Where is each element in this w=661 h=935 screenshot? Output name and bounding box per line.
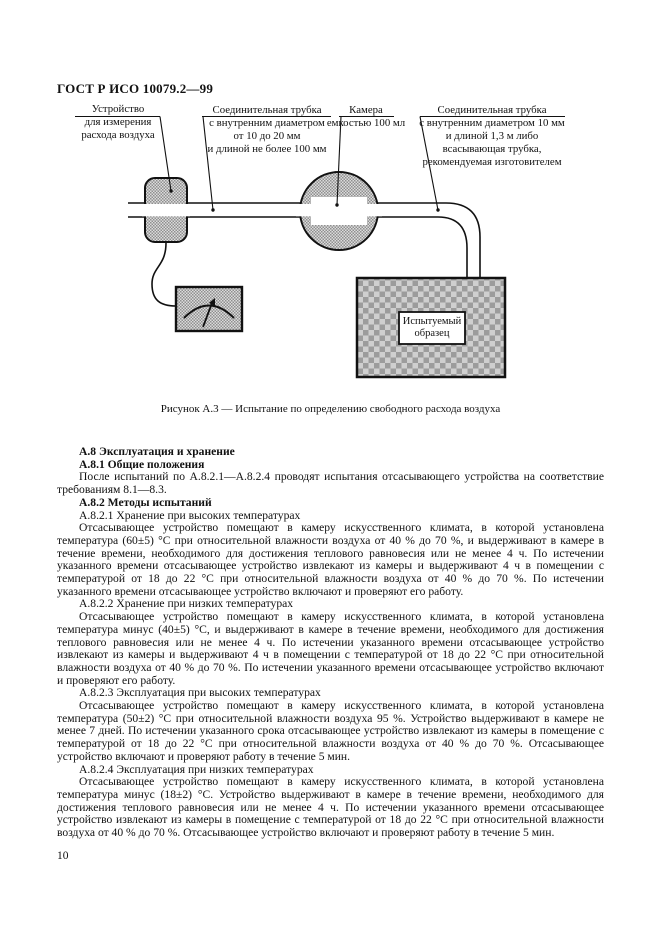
body-text: А.8 Эксплуатация и хранение А.8.1 Общие … (57, 445, 604, 840)
label-line: для измерения (84, 116, 152, 128)
label-line: расхода воздуха (81, 129, 155, 141)
label-line: емкостью 100 мл (326, 117, 406, 129)
label-line: всасывающая трубка, (442, 143, 542, 155)
label-line: Соединительная трубка (437, 104, 547, 116)
paragraph-a823: Отсасывающее устройство помещают в камер… (57, 699, 604, 763)
label-line: и длиной 1,3 м либо (445, 130, 539, 142)
paragraph-a821: Отсасывающее устройство помещают в камер… (57, 521, 604, 598)
label-flow-device: Устройство для измерения расхода воздуха (53, 103, 183, 142)
paragraph-general: После испытаний по А.8.2.1—А.8.2.4 прово… (57, 470, 604, 497)
meter-wire (151, 242, 177, 307)
figure-caption: Рисунок А.3 — Испытание по определению с… (160, 403, 501, 415)
leader-lines (159, 116, 440, 212)
paragraph-a824: Отсасывающее устройство помещают в камер… (57, 775, 604, 840)
label-line: образец (414, 328, 450, 339)
tube-lines (128, 202, 481, 279)
subclause-a823-title: А.8.2.3 Эксплуатация при высоких темпера… (79, 686, 321, 700)
label-line: Соединительная трубка (212, 104, 322, 116)
label-specimen: Испытуемый образец (399, 312, 465, 344)
section-heading-a81: А.8.1 Общие положения (79, 457, 205, 471)
section-heading-a8: А.8 Эксплуатация и хранение (79, 445, 235, 458)
meter-gauge (174, 285, 244, 333)
label-line: Камера (349, 104, 383, 116)
label-line: рекомендуемая изготовителем (422, 156, 562, 168)
label-line: от 10 до 20 мм (233, 130, 301, 142)
figure-diagram (75, 115, 565, 379)
label-line: и длиной не более 100 мм (207, 143, 327, 155)
label-line: с внутренним диаметром 10 мм (419, 117, 565, 129)
label-suction-tube: Соединительная трубка с внутренним диаме… (407, 104, 577, 169)
paragraph-a822: Отсасывающее устройство помещают в камер… (57, 610, 604, 687)
section-heading-a82: А.8.2 Методы испытаний (79, 495, 212, 509)
page-number: 10 (57, 850, 69, 862)
label-chamber: Камера емкостью 100 мл (306, 104, 426, 130)
subclause-a821-title: А.8.2.1 Хранение при высоких температура… (79, 508, 301, 522)
subclause-a822-title: А.8.2.2 Хранение при низких температурах (79, 597, 294, 611)
doc-number: ГОСТ Р ИСО 10079.2—99 (57, 81, 214, 96)
label-line: Устройство (91, 103, 145, 115)
subclause-a824-title: А.8.2.4 Эксплуатация при низких температ… (79, 762, 314, 776)
label-line: Испытуемый (402, 316, 462, 327)
label-inlet-tube: Соединительная трубка с внутренним диаме… (192, 104, 342, 156)
specimen-label-box (398, 311, 466, 345)
tube-passages (142, 197, 382, 225)
label-line: с внутренним диаметром (209, 117, 325, 129)
